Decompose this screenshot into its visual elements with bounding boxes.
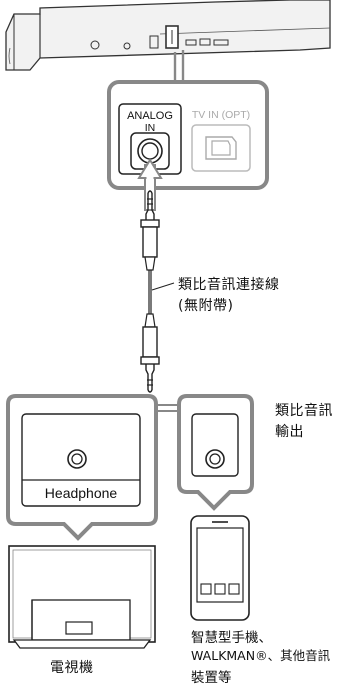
analog-in-label-line2: IN: [145, 122, 156, 134]
soundbar: [5, 0, 331, 71]
tv-headphone-callout: Headphone: [6, 394, 158, 541]
device-caption-line2: WALKMAN®、其他音訊: [191, 648, 331, 663]
cable-bottom-plug: [140, 313, 160, 393]
cable-label-line1: 類比音訊連接線: [178, 277, 280, 293]
tv-caption: 電視機: [50, 660, 94, 676]
analog-output-label-line2: 輸出: [275, 424, 304, 440]
tv-in-label: TV IN (OPT): [192, 109, 250, 121]
smartphone: [190, 515, 250, 621]
cable-top-plug: [140, 190, 160, 271]
cable-label-line2: (無附帶): [178, 298, 234, 314]
device-caption-line1: 智慧型手機、: [191, 630, 272, 646]
device-caption-line3: 裝置等: [191, 670, 232, 686]
headphone-label: Headphone: [45, 485, 118, 501]
analog-output-label-line1: 類比音訊: [275, 403, 333, 419]
analog-in-label-line1: ANALOG: [127, 110, 173, 122]
tv-in-opt-port: TV IN (OPT): [191, 109, 251, 172]
device-output-callout: [177, 394, 254, 511]
television: [8, 545, 156, 649]
port-panel: ANALOG IN TV IN (OPT): [107, 80, 269, 190]
up-arrow: [137, 158, 163, 211]
